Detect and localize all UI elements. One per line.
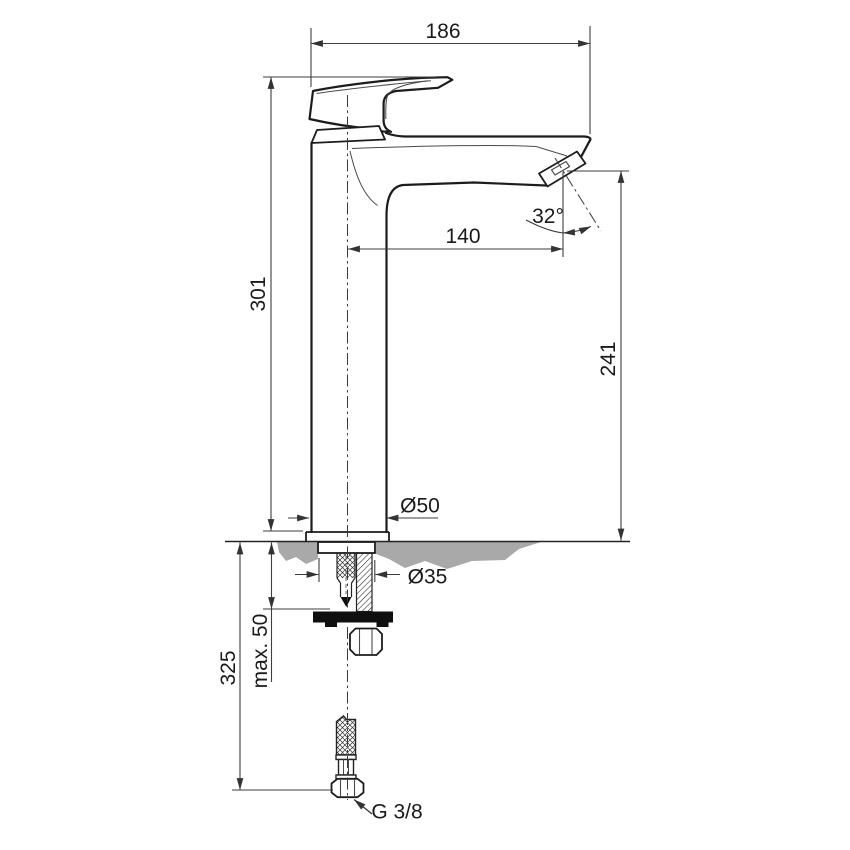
body-inner-curve xyxy=(349,150,378,206)
collar-slots xyxy=(343,759,349,775)
shank-collar xyxy=(317,541,376,554)
dimension-overall-depth-186: 186 xyxy=(310,20,591,134)
dimension-connection-thread-g38: G 3/8 xyxy=(353,798,423,824)
hex-fitting-flats xyxy=(339,779,356,797)
horseshoe-washer xyxy=(313,611,393,627)
aerator-housing xyxy=(538,150,587,188)
dimension-spout-angle-32: 32° xyxy=(525,157,602,236)
aerator-outlet xyxy=(550,160,571,176)
mounting-hardware xyxy=(313,541,393,656)
dimension-spout-reach-140: 140 xyxy=(348,172,564,257)
mounting-nut-body xyxy=(349,627,383,656)
dim-label-186: 186 xyxy=(425,20,460,43)
leader-line xyxy=(353,798,373,815)
dimension-shank-diameter-35: Ø35 xyxy=(295,558,447,589)
body-right-edge-and-spout-underside xyxy=(385,181,548,534)
counter-cross-section-right xyxy=(376,542,541,569)
hose-crimp-collar xyxy=(335,754,357,780)
dim-label-241: 241 xyxy=(597,341,620,376)
hose-braided-segment xyxy=(335,715,357,756)
counter-cross-section-left xyxy=(277,542,318,564)
mounting-nut xyxy=(349,627,383,656)
aerator-axis-centerline xyxy=(554,157,602,232)
washer-body xyxy=(313,611,393,623)
dimension-body-height-301: 301 xyxy=(247,76,436,532)
mounting-nut-flats xyxy=(358,629,373,655)
dim-label-301: 301 xyxy=(247,276,270,311)
faucet-outline xyxy=(305,76,592,541)
dim-label-32deg: 32° xyxy=(532,205,564,228)
angle-arc-tail xyxy=(525,219,564,234)
supply-hose-upper xyxy=(336,553,356,607)
cartridge-cap xyxy=(310,125,386,144)
spout-inner-top-line xyxy=(351,144,568,157)
dim-label-max50: max. 50 xyxy=(249,614,272,689)
hose-braid-edges xyxy=(336,553,356,597)
washer-foot-left xyxy=(325,622,337,627)
hose-tip xyxy=(340,597,352,607)
threaded-stud xyxy=(355,552,373,613)
angle-arc xyxy=(562,225,592,236)
dimensions: 186 301 140 32° 241 Ø50 xyxy=(217,20,629,824)
spout-top-edge xyxy=(384,131,592,160)
handle-hook-inner-line xyxy=(385,80,429,119)
dim-label-140: 140 xyxy=(445,225,480,248)
dimension-max-deck-thickness-50: max. 50 xyxy=(249,542,330,689)
dim-label-dia50: Ø50 xyxy=(400,495,440,518)
dim-label-dia35: Ø35 xyxy=(408,566,448,589)
counter-deck xyxy=(225,540,630,569)
collar-body xyxy=(337,758,355,776)
washer-foot-right xyxy=(376,622,389,627)
dim-label-325: 325 xyxy=(217,650,240,685)
dimension-hose-length-325: 325 xyxy=(217,542,333,791)
dimension-base-diameter-50: Ø50 xyxy=(288,495,440,522)
dim-label-g38: G 3/8 xyxy=(371,801,422,824)
dimension-outlet-height-241: 241 xyxy=(567,170,629,541)
